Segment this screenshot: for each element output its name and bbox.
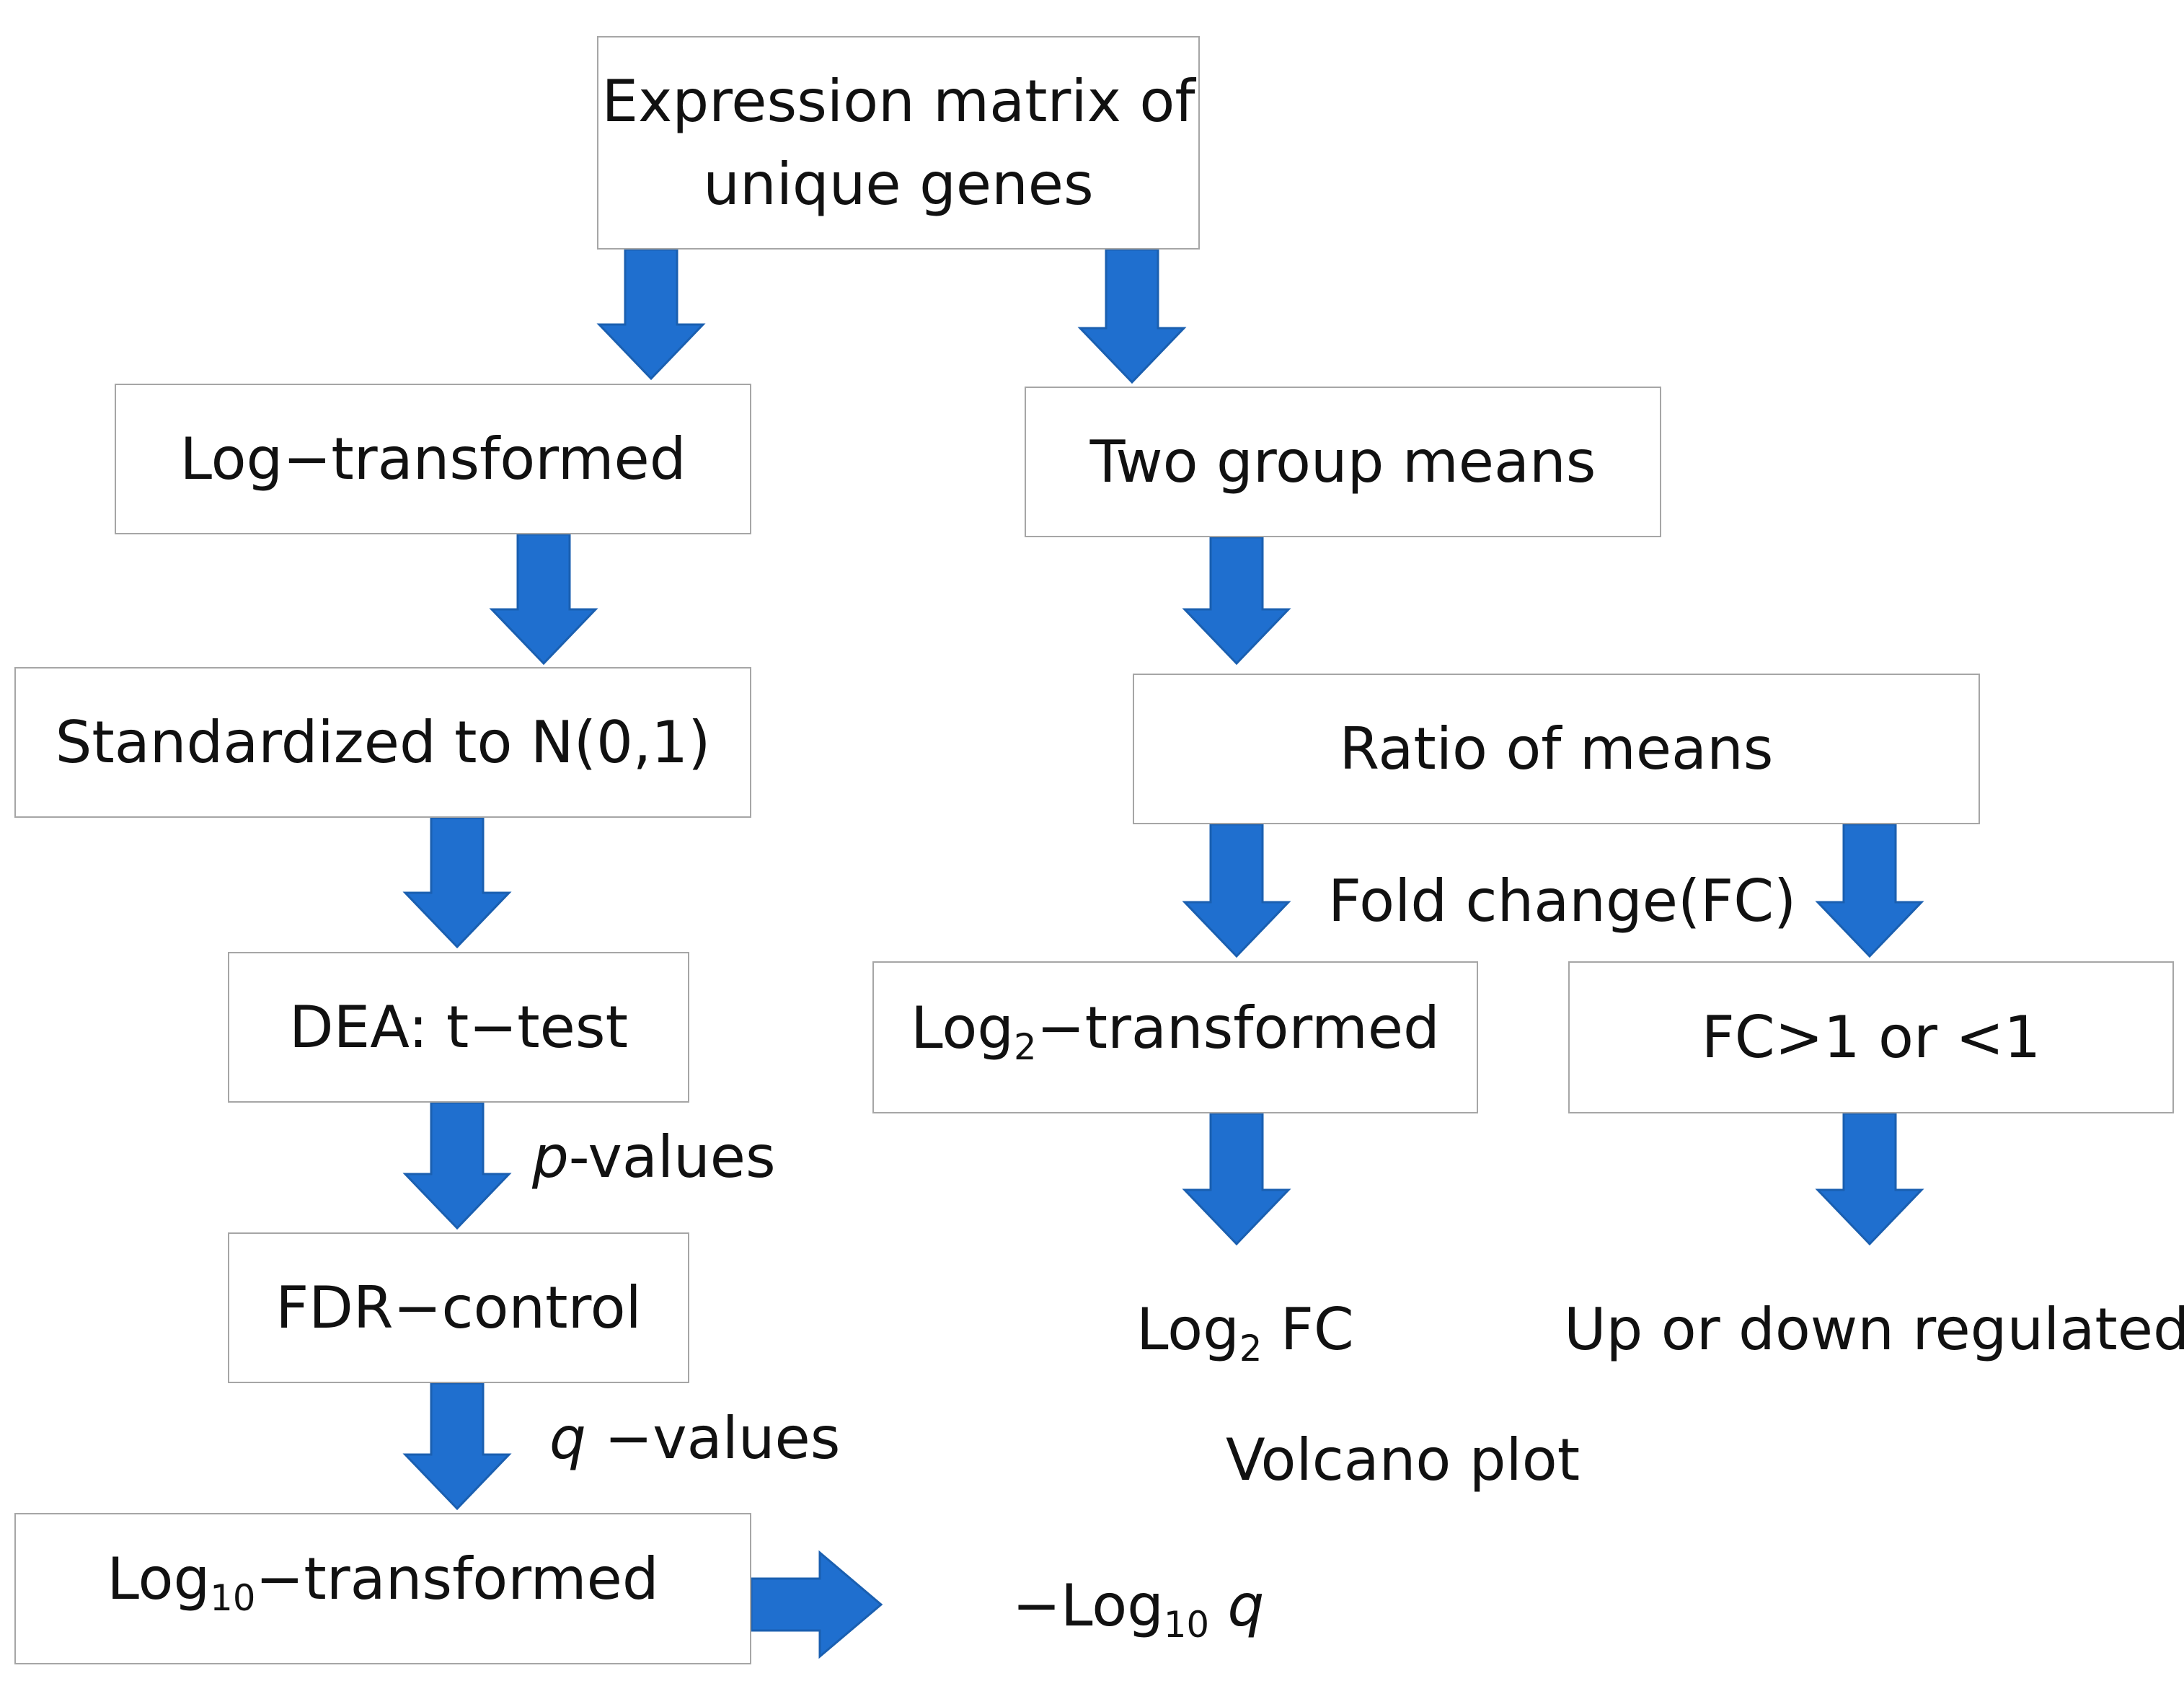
box-standardized: Standardized to N(0,1) (14, 667, 751, 818)
box-dea-t-test: DEA: t−test (228, 952, 689, 1103)
box-fc-compare: FC>1 or <1 (1568, 961, 2174, 1113)
arrow-means-to-ratio (1182, 536, 1291, 666)
arrow-log-to-standardized (489, 533, 598, 666)
expression-matrix-line2: unique genes (703, 151, 1094, 218)
log2-transformed-text: Log2−transformed (911, 994, 1440, 1068)
two-group-means-text: Two group means (1089, 428, 1596, 495)
box-ratio-of-means: Ratio of means (1133, 674, 1980, 824)
label-log2-fc: Log2 FC (1136, 1296, 1354, 1369)
arrow-log2-to-log2fc (1182, 1112, 1291, 1246)
arrow-fdr-to-log10 (402, 1382, 512, 1511)
box-two-group-means: Two group means (1025, 387, 1661, 537)
box-log10-transformed: Log10−transformed (14, 1513, 751, 1664)
arrow-ratio-to-log2 (1182, 823, 1291, 958)
box-log2-transformed: Log2−transformed (872, 961, 1478, 1113)
label-q-values: q −values (549, 1405, 841, 1472)
standardized-text: Standardized to N(0,1) (55, 709, 711, 776)
arrow-expr-to-means (1077, 248, 1187, 384)
arrow-fc-to-updown (1815, 1112, 1924, 1246)
label-p-values: p-values (532, 1124, 776, 1191)
box-fdr-control: FDR−control (228, 1232, 689, 1383)
expression-matrix-line1: Expression matrix of (601, 68, 1195, 135)
arrow-ratio-to-fc (1815, 823, 1924, 958)
box-log-transformed: Log−transformed (115, 384, 751, 534)
dea-t-test-text: DEA: t−test (289, 994, 628, 1061)
log10-transformed-text: Log10−transformed (107, 1545, 659, 1619)
label-volcano-plot: Volcano plot (1226, 1426, 1580, 1494)
label-neg-log10-q: −Log10 q (1012, 1572, 1265, 1646)
label-fold-change: Fold change(FC) (1328, 868, 1797, 935)
fc-compare-text: FC>1 or <1 (1701, 1004, 2041, 1071)
log-transformed-text: Log−transformed (180, 425, 686, 493)
ratio-of-means-text: Ratio of means (1339, 715, 1774, 782)
arrow-standardized-to-dea (402, 816, 512, 949)
fdr-control-text: FDR−control (275, 1274, 642, 1341)
arrow-dea-to-fdr (402, 1101, 512, 1230)
arrow-expr-to-log (596, 248, 706, 381)
label-up-or-down: Up or down regulated (1564, 1296, 2184, 1363)
arrow-log10-to-neglog (750, 1550, 883, 1659)
box-expression-matrix: Expression matrix of unique genes (597, 36, 1200, 250)
